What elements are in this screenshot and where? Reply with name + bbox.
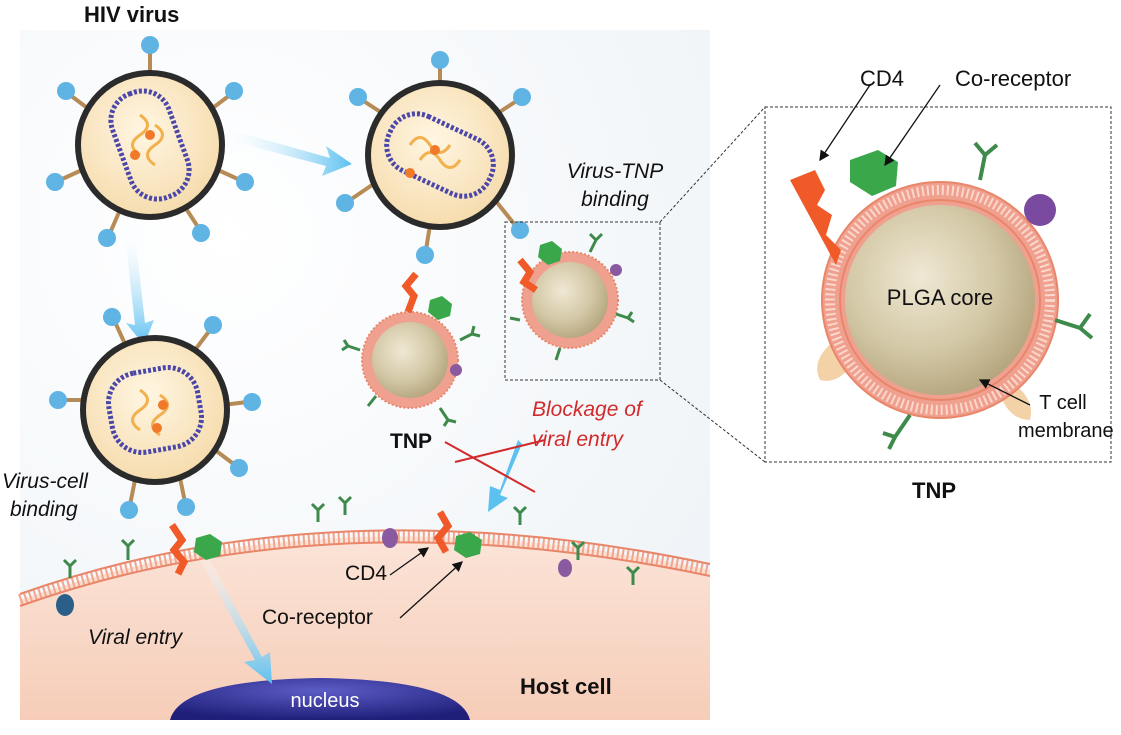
cell-binding-receptors	[56, 510, 572, 616]
label-nucleus: nucleus	[290, 690, 360, 712]
label-virus-tnp-binding-1: Virus-TNP	[566, 160, 664, 183]
label-virus-cell-binding-1: Virus-cell	[2, 470, 88, 493]
label-blockage-2: viral entry	[532, 428, 624, 451]
label-hiv-virus: HIV virus	[84, 2, 180, 27]
flow-arrows	[125, 130, 522, 684]
label-cd4-inset: CD4	[860, 66, 905, 91]
label-tcell-membrane-1: T cell	[1039, 392, 1087, 414]
label-host-cell: Host cell	[520, 674, 612, 699]
label-virus-tnp-binding-2: binding	[581, 188, 649, 211]
tnp-small-free	[509, 232, 635, 361]
label-coreceptor-lower: Co-receptor	[262, 606, 373, 629]
label-cd4-lower: CD4	[345, 562, 388, 585]
label-coreceptor-inset: Co-receptor	[955, 66, 1072, 91]
label-tnp-inset: TNP	[912, 478, 956, 503]
tnp-large	[790, 141, 1094, 450]
label-viral-entry: Viral entry	[88, 626, 183, 649]
hiv-virus-3	[49, 308, 261, 519]
hiv-virus-2	[336, 51, 531, 264]
label-blockage-1: Blockage of	[532, 398, 642, 421]
label-virus-cell-binding-2: binding	[10, 498, 78, 521]
zoom-indicator	[504, 106, 1112, 463]
label-plga-core: PLGA core	[886, 285, 994, 310]
host-glycans	[62, 495, 641, 585]
label-tcell-membrane-2: membrane	[1018, 420, 1114, 442]
nucleus-shape	[170, 678, 470, 720]
hiv-virus-1	[46, 36, 254, 247]
blockage-cross	[444, 439, 546, 493]
label-tnp-left: TNP	[390, 430, 432, 453]
host-cell	[17, 529, 712, 720]
label-pointers	[389, 84, 1031, 619]
tnp-small-bound	[341, 271, 481, 427]
